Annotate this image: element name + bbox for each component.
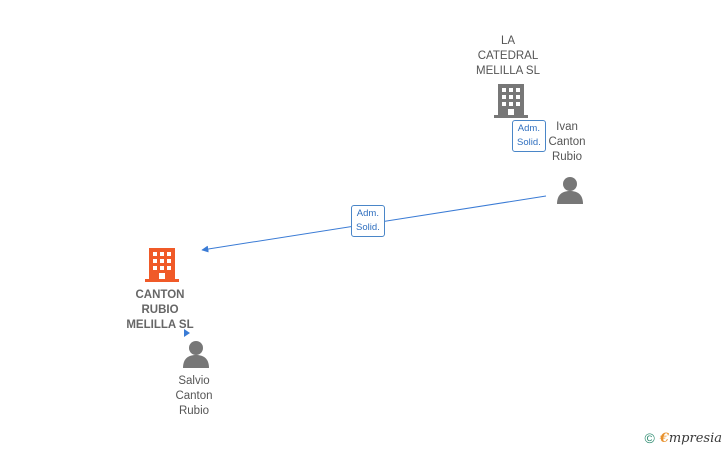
person-icon[interactable] bbox=[555, 176, 585, 204]
edge-salvio-marker bbox=[184, 329, 190, 337]
footer-brand[interactable]: © €mpresia bbox=[644, 430, 722, 446]
person-salvio-label[interactable]: Salvio Canton Rubio bbox=[175, 375, 213, 417]
copyright-icon: © bbox=[644, 430, 655, 446]
person-ivan-label[interactable]: Ivan Canton Rubio bbox=[548, 121, 586, 163]
person-icon[interactable] bbox=[181, 340, 211, 368]
building-icon[interactable] bbox=[494, 84, 528, 118]
company-main-label[interactable]: CANTON RUBIO MELILLA SL bbox=[126, 289, 194, 331]
company-catedral-label[interactable]: LA CATEDRAL MELILLA SL bbox=[476, 35, 540, 77]
brand-logo: €mpresia bbox=[659, 430, 722, 446]
building-icon[interactable] bbox=[145, 248, 179, 282]
edge-label-adm-solid: Adm. Solid. bbox=[512, 120, 546, 152]
edge-label-adm-solid: Adm. Solid. bbox=[351, 205, 385, 237]
